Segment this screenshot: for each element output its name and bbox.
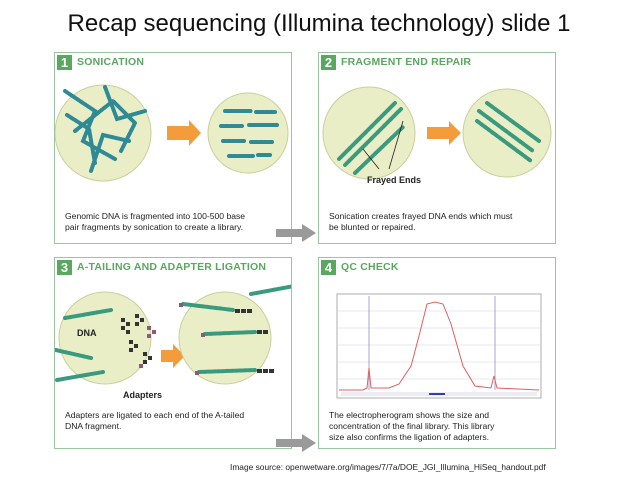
a-tailed-dna	[55, 308, 113, 382]
frayed-circle	[322, 86, 416, 180]
desc-line: concentration of the final library. This…	[329, 421, 495, 431]
plot-frame	[336, 293, 542, 399]
desc-line: pair fragments by sonication to create a…	[65, 222, 244, 232]
frayed-dna	[337, 101, 405, 175]
trace-line	[339, 301, 540, 391]
tangled-dna	[63, 85, 147, 173]
panel-title: QC CHECK	[341, 261, 399, 273]
panel-sonication: 1 SONICATION Genomic DNA is fragmented i…	[54, 52, 292, 244]
panel-description: Genomic DNA is fragmented into 100-500 b…	[65, 211, 280, 233]
desc-line: Sonication creates frayed DNA ends which…	[329, 211, 513, 221]
panel-title: A-TAILING AND ADAPTER LIGATION	[77, 261, 267, 273]
desc-line: Adapters are ligated to each end of the …	[65, 410, 245, 420]
adapter-blocks	[121, 314, 152, 364]
end-repair-illustration: Frayed Ends	[322, 86, 552, 185]
desc-line: Genomic DNA is fragmented into 100-500 b…	[65, 211, 246, 221]
plot-markers	[368, 296, 496, 390]
panel-description: Sonication creates frayed DNA ends which…	[329, 211, 544, 233]
desc-line: size also confirms the ligation of adapt…	[329, 432, 490, 442]
fragments-circle	[207, 92, 289, 174]
frayed-ends-label: Frayed Ends	[367, 175, 421, 185]
ligated-dna	[181, 284, 291, 374]
ligation-circle-right	[178, 291, 272, 385]
ligated-adapters	[235, 309, 274, 373]
panel-number: 3	[57, 260, 72, 275]
panel-qc-check: 4 QC CHECK The electropherogram shows th…	[318, 257, 556, 449]
orange-arrow	[161, 344, 185, 368]
panel-description: Adapters are ligated to each end of the …	[65, 410, 280, 432]
ligation-circle-left	[58, 291, 152, 385]
adapter-ligation-illustration: DNA Adapters	[55, 284, 291, 400]
flow-arrow-3-to-4	[276, 434, 316, 452]
plot-gridlines	[337, 310, 541, 380]
flow-arrow-1-to-2	[276, 224, 316, 242]
orange-arrow	[427, 121, 461, 145]
desc-line: The electropherogram shows the size and	[329, 410, 490, 420]
panel-title: SONICATION	[77, 56, 145, 68]
repaired-dna	[475, 101, 541, 163]
desc-line: be blunted or repaired.	[329, 222, 416, 232]
adapter-blocks-pink	[139, 326, 156, 368]
selection-bar	[429, 393, 445, 395]
dna-fragments	[219, 109, 279, 158]
adapters-label: Adapters	[123, 390, 162, 400]
panel-fragment-end-repair: 2 FRAGMENT END REPAIR Frayed Ends Sonica…	[318, 52, 556, 244]
panel-title: FRAGMENT END REPAIR	[341, 56, 472, 68]
desc-line: DNA fragment.	[65, 421, 122, 431]
panel-number: 4	[321, 260, 336, 275]
orange-arrow	[167, 120, 201, 146]
dna-label: DNA	[77, 328, 97, 338]
image-source: Image source: openwetware.org/images/7/7…	[230, 462, 546, 472]
panel-number: 2	[321, 55, 336, 70]
pointer-lines	[362, 120, 404, 170]
panel-description: The electropherogram shows the size and …	[329, 410, 544, 443]
panel-number: 1	[57, 55, 72, 70]
electropherogram	[336, 293, 542, 399]
panel-a-tailing: 3 A-TAILING AND ADAPTER LIGATION DNA Ada…	[54, 257, 292, 449]
slide-title: Recap sequencing (Illumina technology) s…	[67, 10, 571, 37]
sonication-illustration	[55, 84, 289, 182]
